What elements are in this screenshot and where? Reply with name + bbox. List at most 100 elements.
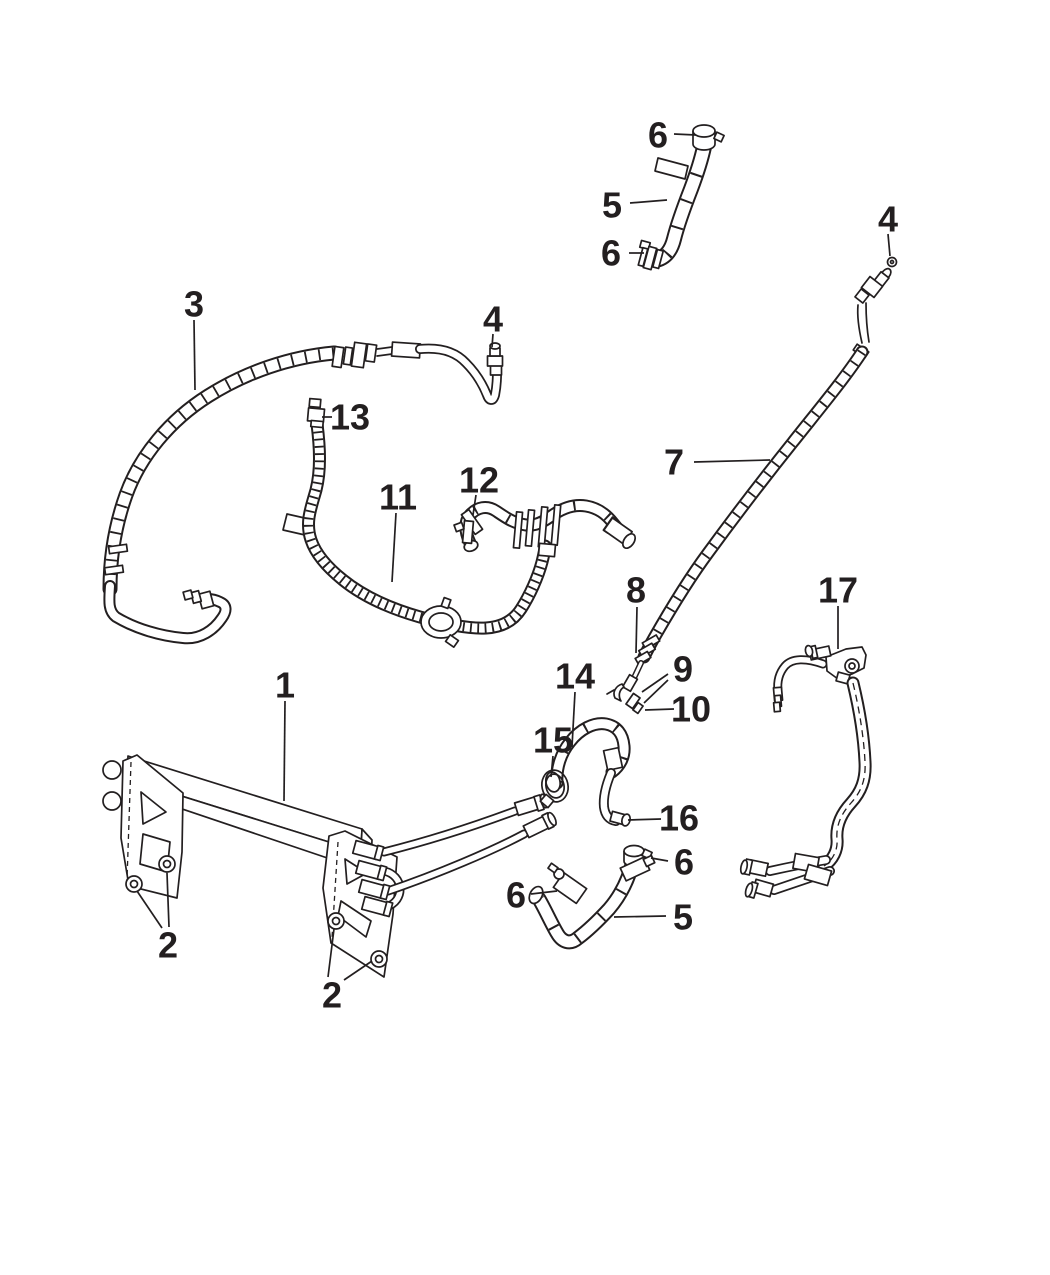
leader-line — [627, 818, 662, 821]
hose-end-fitting — [182, 589, 215, 610]
callout-6: 6 — [650, 842, 694, 883]
part-number-label: 6 — [648, 115, 668, 156]
leader-line — [635, 606, 638, 654]
return-hose-lower — [528, 844, 656, 950]
leader-line — [887, 233, 891, 257]
hose-ring-clamp — [420, 596, 462, 648]
leader-line — [343, 960, 373, 981]
leader-line — [643, 679, 669, 704]
callout-6: 6 — [506, 875, 558, 916]
bracket-bolt — [158, 855, 176, 873]
callout-11: 11 — [379, 477, 417, 583]
hose-couplers — [739, 852, 833, 899]
leader-line — [491, 333, 494, 348]
leader-line — [391, 512, 397, 583]
callout-6: 6 — [601, 233, 644, 274]
callout-6: 6 — [648, 115, 697, 156]
spring-clamp — [453, 508, 484, 545]
pressure-hose-assembly — [102, 341, 504, 645]
part-number-label: 8 — [626, 570, 646, 611]
part-number-label: 2 — [158, 925, 178, 966]
leader-line — [673, 133, 697, 136]
wrapped-hose-assembly — [282, 397, 552, 648]
part-number-label: 10 — [671, 689, 711, 730]
part-number-label: 15 — [533, 720, 573, 761]
hose-boot — [634, 634, 661, 666]
callout-1: 1 — [275, 665, 295, 802]
part-number-label: 6 — [674, 842, 694, 883]
part-number-label: 12 — [459, 460, 499, 501]
part-number-label: 5 — [673, 897, 693, 938]
part-number-label: 14 — [555, 656, 595, 697]
leader-line — [613, 915, 667, 918]
hose-end-fitting — [602, 516, 637, 550]
leader-line — [283, 700, 286, 802]
leader-line — [136, 890, 163, 929]
leader-line — [166, 872, 170, 928]
part-number-label: 4 — [483, 299, 503, 340]
hose-port-clamp — [619, 844, 656, 882]
hose-port-clamp — [692, 124, 725, 151]
callout-5: 5 — [602, 185, 668, 226]
callout-12: 12 — [459, 460, 499, 516]
bracket-bolt — [125, 875, 143, 893]
callout-4: 4 — [483, 299, 503, 348]
callout-10: 10 — [644, 689, 711, 730]
part-number-label: 16 — [659, 798, 699, 839]
part-number-label: 1 — [275, 665, 295, 706]
callout-8: 8 — [626, 570, 646, 654]
banjo-fitting — [306, 397, 326, 429]
bracket-bolt — [370, 950, 388, 968]
leader-line — [641, 673, 669, 693]
callout-5: 5 — [613, 897, 693, 938]
return-hose-upper — [637, 124, 725, 271]
hose-bracket-clamps — [512, 503, 562, 558]
leader-line — [530, 890, 558, 895]
part-number-label: 6 — [506, 875, 526, 916]
hose-coupling — [331, 341, 422, 369]
leader-line — [472, 494, 477, 516]
part-number-label: 13 — [330, 397, 370, 438]
hose-end-fitting — [609, 810, 632, 827]
cooler-tubes — [351, 793, 557, 918]
part-number-label: 9 — [673, 649, 693, 690]
leader-line — [327, 928, 335, 978]
part-number-label: 4 — [878, 199, 898, 240]
part-number-label: 6 — [601, 233, 621, 274]
twin-tube-assembly — [739, 644, 872, 899]
hose-coupler — [602, 746, 624, 772]
leader-line — [644, 708, 675, 711]
callout-9: 9 — [641, 649, 693, 704]
callout-4: 4 — [878, 199, 898, 257]
callout-3: 3 — [184, 284, 204, 391]
cooler-assembly — [102, 754, 557, 978]
steering-gear-hose — [606, 267, 892, 715]
leader-line — [550, 755, 554, 778]
leader-line — [629, 199, 668, 204]
cooler-bracket-left — [120, 754, 184, 899]
supply-hose-assembly — [453, 499, 637, 558]
part-number-label: 5 — [602, 185, 622, 226]
part-number-label: 17 — [818, 570, 858, 611]
tube-nut-fitting — [486, 342, 504, 376]
quick-connect-clip — [606, 673, 644, 715]
callout-13: 13 — [322, 397, 370, 438]
leader-line — [693, 459, 771, 463]
callout-15: 15 — [533, 720, 573, 778]
hose-end-fitting — [854, 267, 892, 304]
o-ring — [886, 256, 898, 268]
part-number-label: 11 — [379, 477, 417, 518]
callout-2: 2 — [136, 872, 178, 966]
leader-line — [650, 857, 669, 862]
jumper-hose-assembly — [539, 717, 632, 827]
callout-2: 2 — [322, 928, 373, 1016]
leader-line — [193, 319, 196, 391]
hose-clamp — [637, 239, 665, 271]
worm-clamp — [547, 862, 588, 905]
leader-line — [571, 691, 576, 748]
callout-16: 16 — [627, 798, 699, 839]
part-number-label: 7 — [664, 442, 684, 483]
